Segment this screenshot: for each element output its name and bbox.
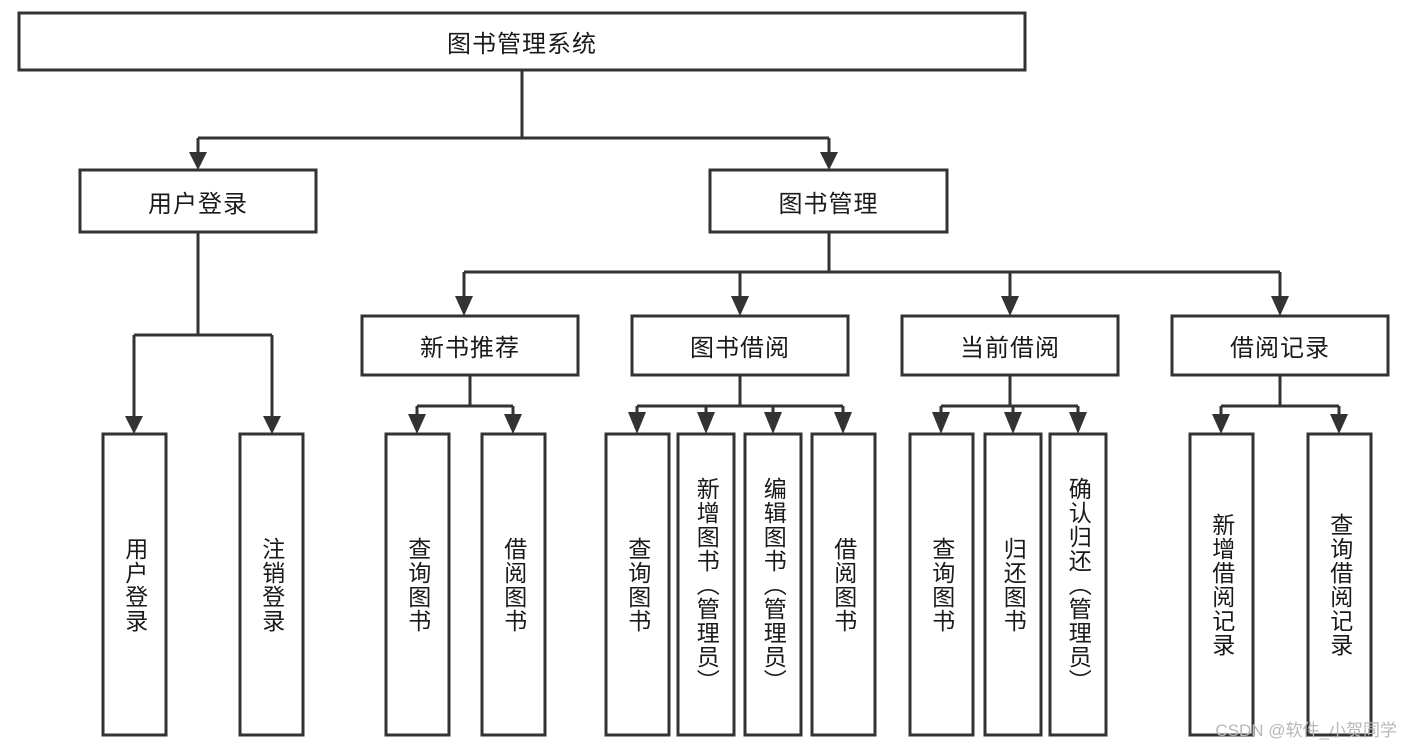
node-box-leaf-borrow-record-0[interactable] [1188, 432, 1255, 737]
node-box-leaf-current-borrow-0[interactable] [908, 432, 975, 737]
arrow-head-leaf-user-login-0 [125, 416, 143, 434]
node-box-leaf-book-borrow-2[interactable] [743, 432, 803, 737]
arrow-head-leaf-current-borrow-0 [932, 412, 950, 434]
arrow-head-leaf-book-borrow-1 [697, 412, 715, 434]
node-box-leaf-book-borrow-0[interactable] [604, 432, 671, 737]
node-box-root[interactable] [17, 11, 1027, 72]
arrow-head-book-borrow [731, 296, 749, 316]
node-box-book-management[interactable] [708, 168, 949, 234]
node-box-leaf-user-login-0[interactable] [101, 432, 168, 737]
node-box-leaf-current-borrow-1[interactable] [983, 432, 1043, 737]
node-box-borrow-record[interactable] [1170, 314, 1390, 377]
arrow-head-borrow-record [1271, 296, 1289, 316]
node-box-new-book-recommend[interactable] [360, 314, 580, 377]
node-box-book-borrow[interactable] [630, 314, 850, 377]
arrow-head-leaf-new-book-1 [504, 414, 522, 434]
node-box-leaf-current-borrow-2[interactable] [1048, 432, 1108, 737]
arrow-head-leaf-current-borrow-1 [1004, 412, 1022, 434]
node-box-leaf-book-borrow-3[interactable] [810, 432, 877, 737]
arrow-head-leaf-borrow-record-1 [1330, 414, 1348, 434]
arrow-head-user-login [189, 152, 207, 170]
arrow-head-book-management [820, 152, 838, 170]
node-box-leaf-new-book-0[interactable] [384, 432, 451, 737]
arrow-head-leaf-new-book-0 [408, 414, 426, 434]
arrow-head-leaf-user-login-1 [263, 416, 281, 434]
arrow-head-leaf-current-borrow-2 [1069, 412, 1087, 434]
node-box-leaf-borrow-record-1[interactable] [1306, 432, 1373, 737]
arrow-head-leaf-book-borrow-0 [628, 412, 646, 434]
arrow-head-current-borrow [1001, 296, 1019, 316]
node-box-user-login[interactable] [78, 168, 318, 234]
arrow-head-new-book-recommend [455, 296, 473, 316]
arrow-head-leaf-borrow-record-0 [1212, 414, 1230, 434]
arrow-head-leaf-book-borrow-3 [834, 412, 852, 434]
node-box-leaf-book-borrow-1[interactable] [676, 432, 736, 737]
node-box-leaf-new-book-1[interactable] [480, 432, 547, 737]
node-box-leaf-user-login-1[interactable] [238, 432, 305, 737]
arrow-head-leaf-book-borrow-2 [764, 412, 782, 434]
node-box-current-borrow[interactable] [900, 314, 1120, 377]
